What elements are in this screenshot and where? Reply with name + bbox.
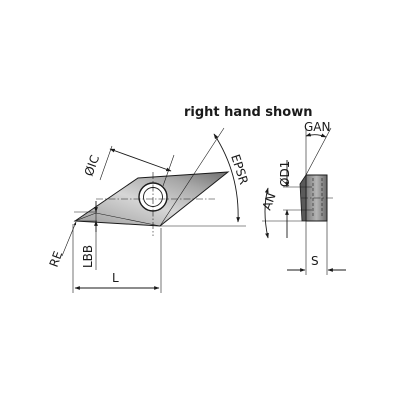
label-gan: GAN [304, 120, 330, 134]
label-lbb: LBB [81, 245, 95, 268]
epsr-extension-upper [159, 127, 225, 227]
label-ic: ØIC [82, 153, 102, 178]
ic-dimension-line [109, 148, 172, 172]
epsr-angle-arc [213, 133, 241, 223]
label-l: L [112, 271, 119, 285]
gan-angle-arc [305, 132, 327, 138]
an-angle-arc [264, 187, 269, 239]
label-re: RE [47, 249, 66, 269]
gan-extension-angled [305, 127, 332, 176]
label-s: S [311, 254, 319, 268]
label-d1: ØD1 [278, 161, 292, 187]
label-an: AN [260, 191, 279, 212]
re-leader [61, 221, 77, 257]
label-epsr: EPSR [228, 153, 251, 187]
caption-right-hand-shown: right hand shown [184, 105, 312, 120]
ic-extension-left [99, 145, 113, 181]
